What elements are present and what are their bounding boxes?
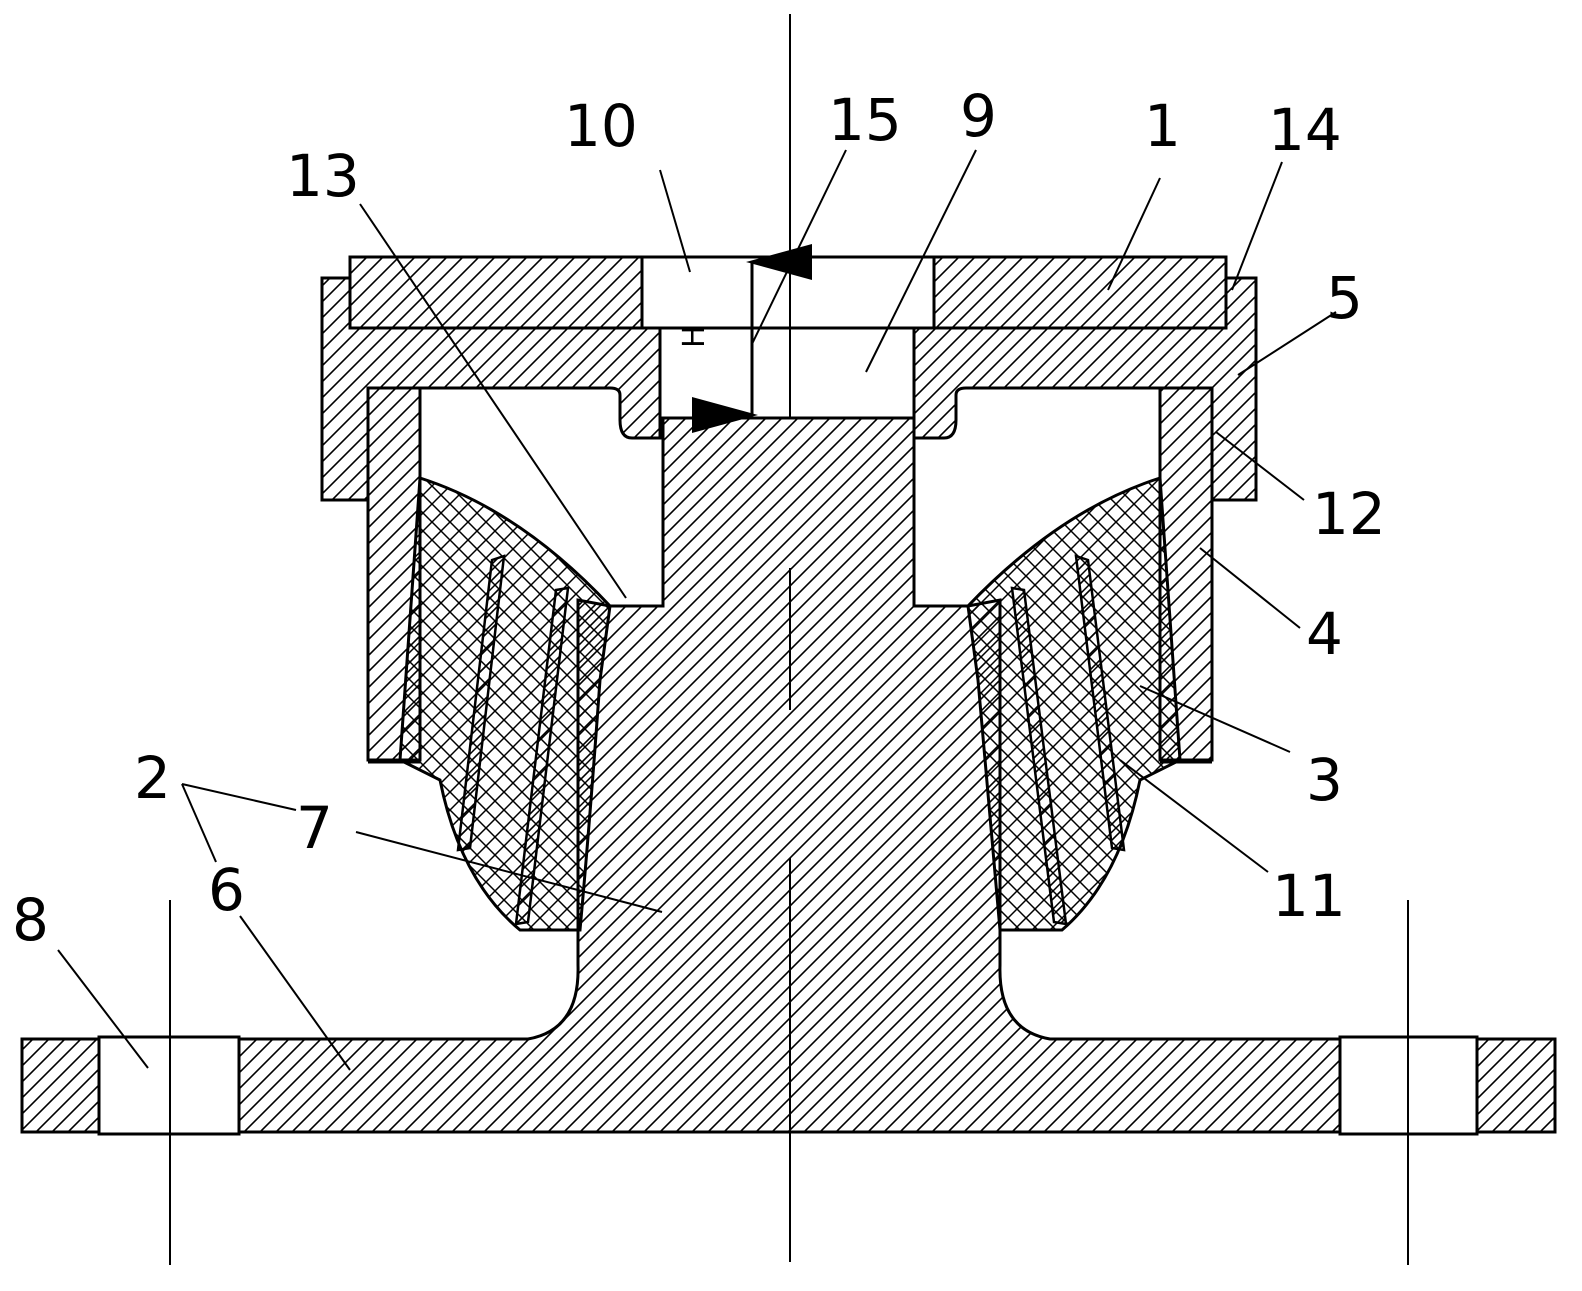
top-plate-left — [348, 255, 644, 330]
cover-cap — [320, 276, 662, 502]
spacer-plate-right-2 — [1010, 586, 1068, 926]
top-plate-right — [932, 255, 1228, 330]
label-8: 8 — [12, 886, 49, 954]
elastomer-right — [966, 475, 1182, 932]
label-1: 1 — [1144, 92, 1181, 160]
base-flange-and-stem — [20, 416, 1557, 1134]
label-5: 5 — [1326, 264, 1363, 332]
elastomer-left — [398, 475, 612, 932]
spacer-plate-left-2 — [514, 586, 570, 926]
spacer-plate-right-1 — [1074, 554, 1126, 852]
label-14: 14 — [1268, 96, 1342, 164]
leader-lines — [57, 149, 1337, 1071]
label-7: 7 — [296, 794, 333, 862]
label-13: 13 — [286, 142, 360, 210]
spacer-plate-left-1 — [456, 554, 506, 852]
label-6: 6 — [208, 856, 245, 924]
dimension-h-label: H — [677, 325, 712, 348]
label-11: 11 — [1272, 862, 1346, 930]
label-4: 4 — [1306, 600, 1343, 668]
label-12: 12 — [1312, 480, 1386, 548]
label-2: 2 — [134, 744, 171, 812]
cover-cap-right — [912, 276, 1258, 502]
label-10: 10 — [564, 92, 638, 160]
label-15: 15 — [828, 86, 902, 154]
label-3: 3 — [1306, 746, 1343, 814]
label-9: 9 — [960, 82, 997, 150]
